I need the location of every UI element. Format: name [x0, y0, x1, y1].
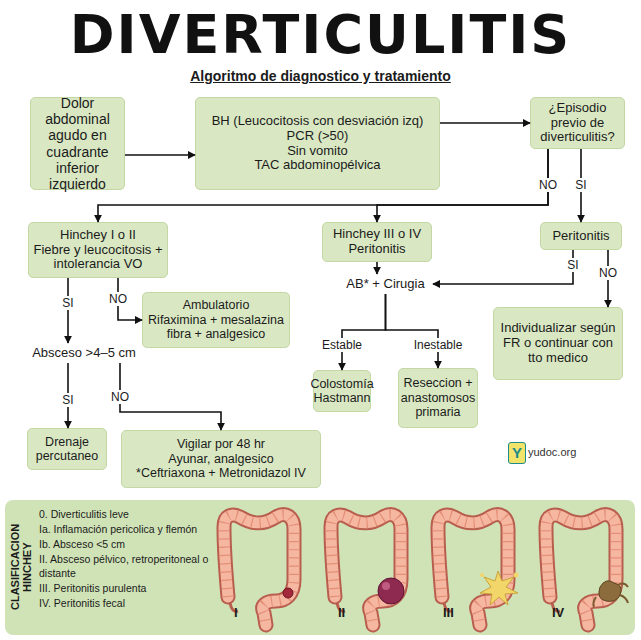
colon-stage-3	[438, 515, 519, 625]
abscess-highlight	[382, 582, 390, 590]
classification-item: IV. Peritonitis fecal	[39, 597, 211, 610]
colon-outline	[331, 515, 401, 625]
treatment-box: Reseccion + anastomosos primaria	[398, 368, 478, 428]
classification-item: III. Peritonitis purulenta	[39, 582, 211, 595]
colon-stage-1	[224, 515, 294, 625]
box-heading: BH (Leucocitosis con desviación izq)	[212, 114, 424, 129]
purulent-mark	[480, 571, 518, 605]
edge-label: Inestable	[412, 338, 465, 352]
colon-stage-4	[546, 515, 628, 625]
edge-label: SI	[573, 178, 588, 192]
edge-label: SI	[60, 393, 75, 407]
purulent-drop	[480, 573, 484, 577]
box-text: Ayunar, analgesico	[168, 452, 273, 466]
box-text: Absceso >4–5 cm	[32, 346, 136, 361]
colon-fill	[546, 515, 616, 625]
process-box: Peritonitis	[540, 222, 622, 250]
flow-arrow	[433, 250, 573, 284]
treatment-box: Drenaje percutaneo	[27, 428, 107, 470]
edge-label: NO	[109, 390, 131, 404]
colon-outline	[438, 515, 508, 625]
abscess-mark	[378, 578, 404, 604]
box-text: Peritonitis	[552, 229, 609, 244]
box-text: ¿Episodio previo de diverticulitis?	[535, 101, 620, 146]
box-text: TAC abdominopélvica	[254, 158, 380, 173]
flow-arrow	[120, 363, 221, 430]
treatment-box: Colostomía Hastmann	[313, 370, 371, 412]
list-column: 0. Diverticulitis leveIa. Inflamación pe…	[39, 508, 211, 612]
box-heading: Hinchey III o IV	[333, 227, 421, 242]
logo-mark: Y	[508, 442, 526, 464]
colon-haustra	[546, 515, 616, 625]
colon-haustra	[224, 515, 294, 625]
box-text: Sin vomito	[287, 144, 348, 159]
classification-item: Ib. Absceso <5 cm	[39, 538, 211, 551]
classification-band: CLASIFICACION HINCHEY0. Diverticulitis l…	[5, 500, 635, 635]
treatment-box: AmbulatorioRifaximina + mesalazina fibra…	[142, 292, 290, 348]
colon-haustra	[331, 515, 401, 625]
box-text: Dolor abdominal agudo en cuadrante infer…	[35, 95, 120, 192]
flow-arrow	[376, 262, 378, 274]
fecal-mark	[599, 581, 621, 602]
box-text: AB* + Cirugia	[346, 277, 424, 292]
classification-item: Ia. Inflamación pericolica y flemón	[39, 523, 211, 536]
process-box: Hinchey III o IVPeritonitis	[322, 222, 432, 262]
edge-label: NO	[597, 266, 619, 280]
flow-arrow	[440, 122, 530, 124]
colon-outline	[224, 515, 294, 625]
box-text: Peritonitis	[348, 242, 405, 257]
subtitle-text: Algoritmo de diagnostico y tratamiento	[0, 68, 641, 84]
edge-label: SI	[565, 258, 580, 272]
colon-fill	[224, 515, 294, 625]
inflammation-mark	[283, 588, 293, 598]
classification-item: II. Absceso pélvico, retroperitoneal o d…	[39, 553, 211, 579]
stage-numeral: III	[443, 605, 454, 620]
box-text: Individualizar según FR o continuar con …	[498, 321, 618, 366]
fecal-spill	[593, 583, 628, 607]
box-heading: Ambulatorio	[183, 298, 250, 312]
flow-arrow	[125, 154, 195, 156]
process-box: Hinchey I o IIFiebre y leucocitosis + in…	[28, 222, 168, 278]
step-text: Absceso >4–5 cm	[28, 343, 140, 363]
edge-label: NO	[537, 178, 559, 192]
decision-box: ¿Episodio previo de diverticulitis?	[530, 97, 625, 149]
start-box: Dolor abdominal agudo en cuadrante infer…	[30, 97, 125, 190]
colon-fill	[438, 515, 508, 625]
flow-arrow	[98, 149, 548, 222]
box-text: PCR (>50)	[287, 129, 349, 144]
colon-stage-2	[331, 515, 404, 625]
step-text: AB* + Cirugia	[338, 274, 433, 294]
band-heading: CLASIFICACION HINCHEY	[9, 506, 33, 628]
box-heading: Vigilar por 48 hr	[177, 437, 265, 451]
colon-fill	[331, 515, 401, 625]
box-text: Rifaximina + mesalazina fibra + analgesi…	[147, 313, 285, 342]
stage-numeral: IV	[552, 605, 564, 620]
stage-numeral: II	[338, 605, 345, 620]
title-text: DIVERTICULITIS	[0, 4, 641, 66]
edge-label: Estable	[320, 338, 364, 352]
edge-label: NO	[107, 292, 129, 306]
edge-label: SI	[60, 296, 75, 310]
box-text: *Ceftriaxona + Metronidazol IV	[136, 466, 306, 480]
flow-arrow	[386, 294, 439, 368]
colon-haustra	[438, 515, 508, 625]
box-text: Colostomía Hastmann	[310, 377, 373, 406]
treatment-box: Individualizar según FR o continuar con …	[493, 307, 623, 380]
box-text: Fiebre y leucocitosis + intolerancia VO	[33, 243, 163, 273]
purulent-drop	[514, 573, 519, 578]
flow-arrow	[67, 278, 69, 343]
box-heading: Hinchey I o II	[60, 228, 136, 243]
box-text: Drenaje percutaneo	[32, 435, 102, 464]
flow-arrow	[342, 294, 386, 370]
treatment-box: Vigilar por 48 hrAyunar, analgesico*Ceft…	[121, 430, 321, 488]
box-text: Reseccion + anastomosos primaria	[401, 376, 475, 419]
watermark: yudoc.org	[528, 446, 576, 458]
process-box: BH (Leucocitosis con desviación izq)PCR …	[195, 97, 440, 190]
classification-item: 0. Diverticulitis leve	[39, 508, 211, 521]
flow-arrow	[377, 149, 548, 222]
colon-outline	[546, 515, 616, 625]
stage-numeral: I	[234, 605, 238, 620]
